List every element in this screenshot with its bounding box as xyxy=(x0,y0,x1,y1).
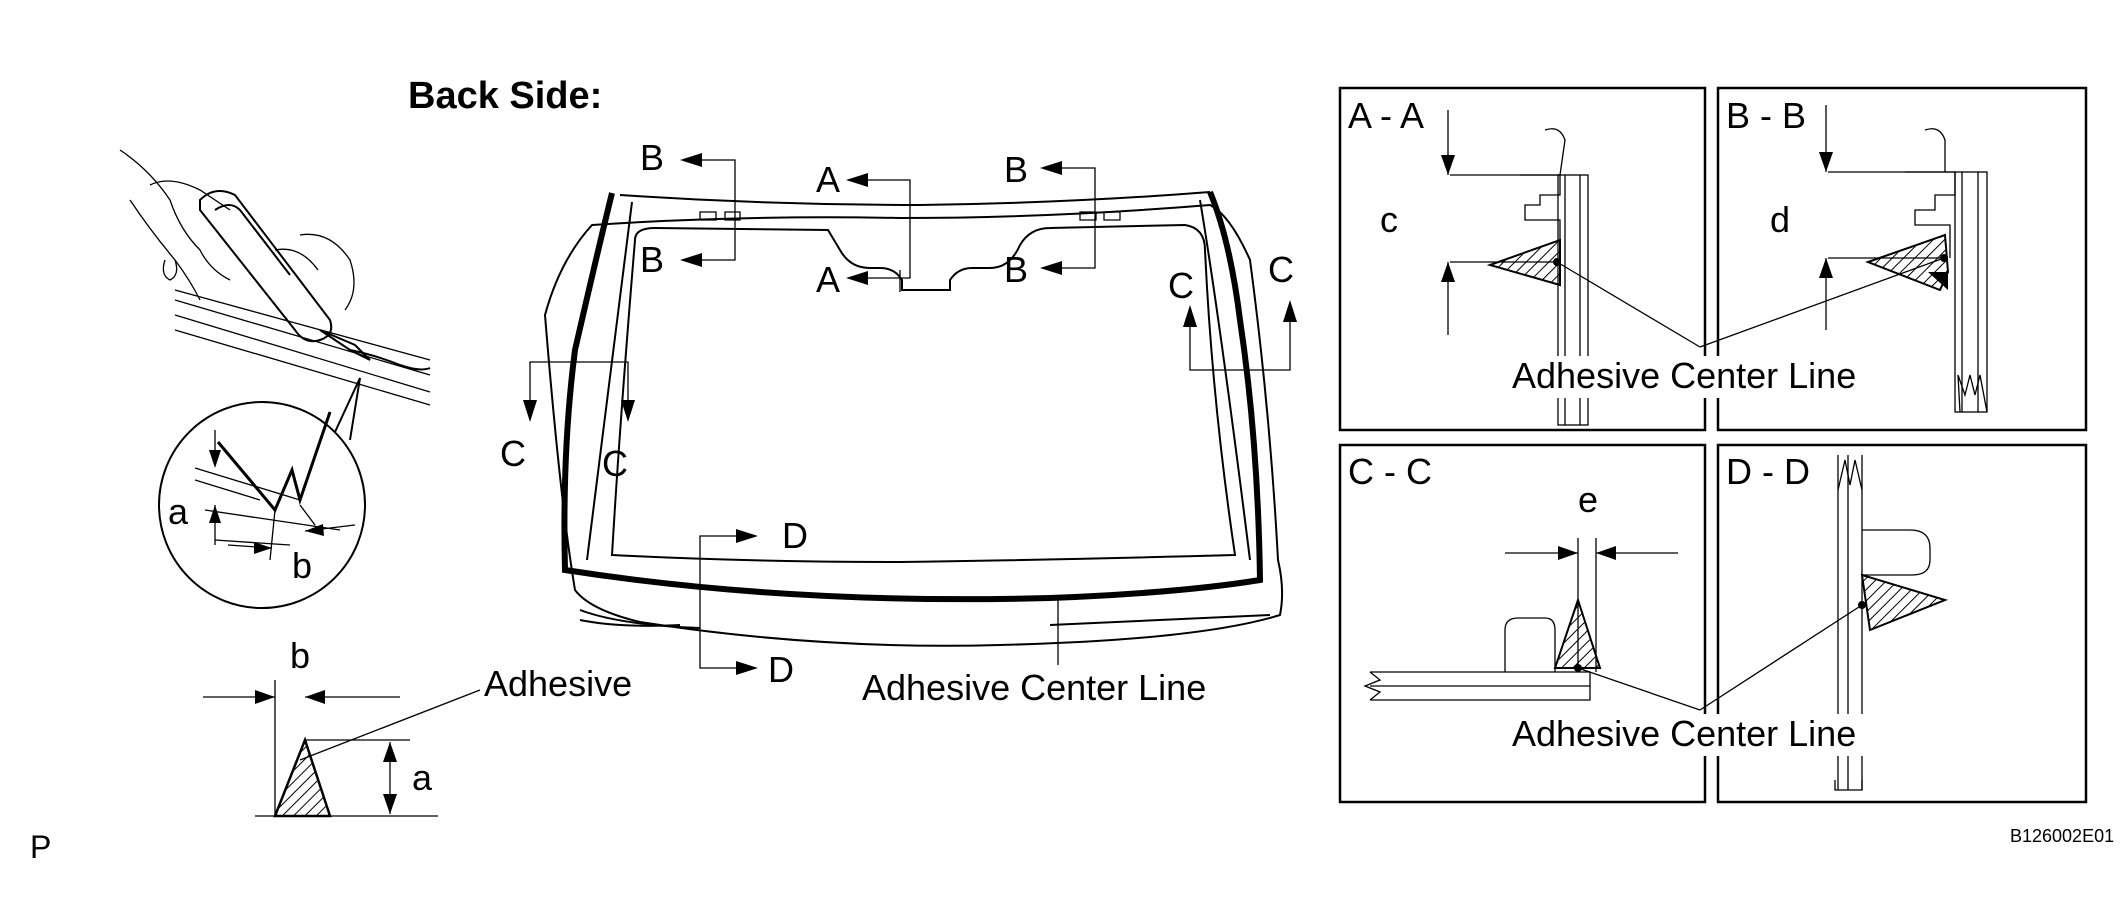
windshield-center-line-label: Adhesive Center Line xyxy=(862,667,1206,708)
section-label-a-top: A xyxy=(816,159,840,200)
windshield-diagram: A A B B B B C C C C D D Adhesive Cen xyxy=(500,137,1297,708)
page-marker: P xyxy=(30,829,51,865)
bead-zoom-bubble: a b xyxy=(158,377,366,609)
bottom-center-line-callout: Adhesive Center Line xyxy=(1505,604,1905,756)
section-label-d-bottom: D xyxy=(768,649,794,690)
bubble-a-label: a xyxy=(168,491,189,532)
section-cc-dim-label: e xyxy=(1578,479,1598,520)
figure-code: B126002E01 xyxy=(2010,826,2114,846)
section-label-c-right-1: C xyxy=(1168,265,1194,306)
section-label-a-bottom: A xyxy=(816,259,840,300)
section-aa-dim-label: c xyxy=(1380,199,1398,240)
section-cc-title: C - C xyxy=(1348,451,1432,492)
top-center-line-label: Adhesive Center Line xyxy=(1512,355,1856,396)
top-center-line-callout: Adhesive Center Line xyxy=(1505,257,1945,398)
section-label-d-top: D xyxy=(782,515,808,556)
section-label-c-left-2: C xyxy=(602,443,628,484)
profile-a-label: a xyxy=(412,757,433,798)
section-dd-title: D - D xyxy=(1726,451,1810,492)
caulking-gun-illustration xyxy=(119,149,431,406)
section-label-b-left-bottom: B xyxy=(640,239,664,280)
section-bb-title: B - B xyxy=(1726,95,1806,136)
bubble-b-label: b xyxy=(292,545,312,586)
bottom-center-line-label: Adhesive Center Line xyxy=(1512,713,1856,754)
profile-b-label: b xyxy=(290,635,310,676)
section-label-b-right-bottom: B xyxy=(1004,249,1028,290)
adhesive-label: Adhesive xyxy=(484,663,632,704)
section-bb-dim-label: d xyxy=(1770,199,1790,240)
section-label-c-left-1: C xyxy=(500,433,526,474)
section-label-b-right-top: B xyxy=(1004,149,1028,190)
section-aa-title: A - A xyxy=(1348,95,1424,136)
bead-profile-diagram: b a Adhesive xyxy=(203,635,632,818)
back-side-title: Back Side: xyxy=(408,75,602,117)
section-label-b-left-top: B xyxy=(640,137,664,178)
section-label-c-right-2: C xyxy=(1268,249,1294,290)
